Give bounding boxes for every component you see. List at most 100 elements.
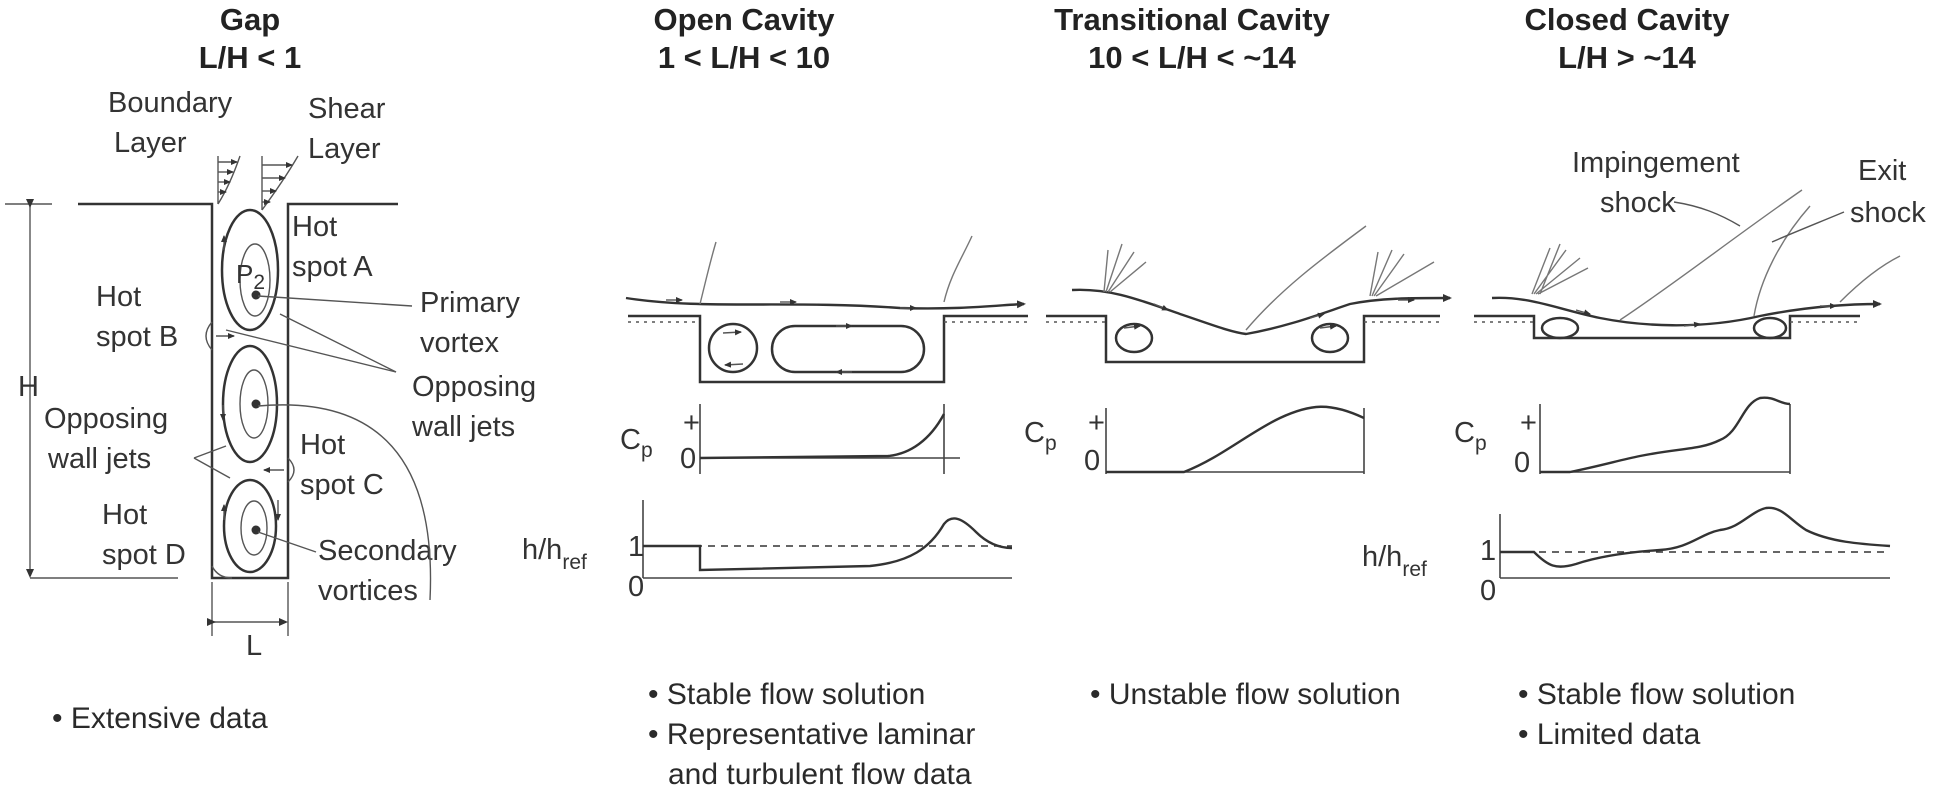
- closed-cp-curve: [1540, 396, 1791, 474]
- closed-shock-fan: [1531, 243, 1589, 295]
- impingement-shock-label-1: Impingement: [1572, 147, 1740, 179]
- impingement-shock-leader: [1673, 201, 1741, 227]
- wall-jet-leader-3: [193, 445, 227, 459]
- secondary-vortex-leader-1: [257, 404, 432, 601]
- closed-h-zero: 0: [1480, 575, 1496, 607]
- transitional-cavity-panel: Cp + 0: [1024, 225, 1452, 477]
- hot-spot-c-marker: [287, 457, 295, 483]
- bottom-vortex: [222, 478, 278, 574]
- closed-note-2: • Limited data: [1518, 718, 1701, 751]
- transitional-shock-fan-3: [1369, 249, 1435, 297]
- gap-walls: [78, 202, 398, 580]
- transitional-shock-fan-1: [1103, 243, 1147, 293]
- boundary-layer-profile: [217, 155, 241, 205]
- transitional-cp-curve: [1106, 405, 1365, 474]
- open-cavity-shock-2: [943, 235, 973, 303]
- exit-shock-label-1: Exit: [1858, 155, 1906, 187]
- open-note-3: and turbulent flow data: [668, 758, 972, 791]
- opposing-wall-jets-left-label-2: wall jets: [47, 443, 151, 475]
- primary-vortex-leader: [257, 295, 413, 307]
- open-cavity-front-vortex: [707, 322, 759, 374]
- secondary-vortex-leader-2: [257, 531, 317, 553]
- gap-note-1: • Extensive data: [52, 702, 268, 735]
- gap-title: Gap: [220, 2, 280, 37]
- wall-jet-leader-2: [279, 313, 397, 373]
- open-cavity-shear-layer: [625, 296, 1026, 310]
- length-label: L: [246, 630, 262, 662]
- open-cavity-h-curve: [643, 517, 1013, 572]
- transitional-rear-vortex: [1310, 322, 1350, 354]
- closed-h-label: h/href: [1362, 541, 1427, 581]
- closed-note-1: • Stable flow solution: [1518, 678, 1795, 711]
- hot-spot-d-label-1: Hot: [102, 499, 147, 531]
- transitional-front-vortex: [1114, 322, 1154, 354]
- closed-h-one: 1: [1480, 535, 1496, 567]
- hot-spot-c-label-2: spot C: [300, 469, 384, 501]
- transitional-cavity-walls: [1046, 314, 1440, 364]
- wall-jet-leader-4: [193, 457, 231, 479]
- hot-spot-b-marker: [205, 321, 213, 351]
- opposing-wall-jets-right-label-2: wall jets: [411, 411, 515, 443]
- open-cavity-panel: Cp + 0 h/href 1 0: [522, 235, 1028, 603]
- wall-jet-leader-1: [225, 329, 397, 373]
- open-cavity-shock-1: [699, 241, 717, 305]
- gap-panel: H L P2: [5, 87, 536, 662]
- closed-cavity-condition: L/H > ~14: [1558, 40, 1697, 75]
- impingement-shock-line: [1619, 189, 1803, 321]
- closed-h-curve: [1500, 506, 1891, 568]
- middle-vortex: [221, 344, 279, 464]
- secondary-vortices-label-2: vortices: [318, 575, 418, 607]
- hot-spot-b-label-2: spot B: [96, 321, 178, 353]
- open-h-zero: 0: [628, 571, 644, 603]
- open-cavity-title: Open Cavity: [654, 2, 836, 37]
- exit-shock-line: [1839, 255, 1901, 303]
- boundary-layer-label-2: Layer: [114, 127, 187, 159]
- open-h-one: 1: [628, 531, 644, 563]
- primary-vortex: [220, 208, 280, 332]
- hot-spot-a-label-1: Hot: [292, 211, 337, 243]
- open-note-2: • Representative laminar: [648, 718, 975, 751]
- closed-cp-zero: 0: [1514, 447, 1530, 479]
- gap-condition: L/H < 1: [199, 40, 302, 75]
- open-cavity-cp-curve: [699, 413, 946, 460]
- trans-cp-label: Cp: [1024, 417, 1057, 455]
- open-cp-label: Cp: [620, 424, 653, 462]
- open-cavity-condition: 1 < L/H < 10: [658, 40, 830, 75]
- height-label: H: [18, 371, 39, 403]
- opposing-wall-jets-left-label-1: Opposing: [44, 403, 168, 435]
- hot-spot-c-label-1: Hot: [300, 429, 345, 461]
- primary-vortex-label-1: Primary: [420, 287, 520, 319]
- closed-cp-plus: +: [1520, 407, 1537, 439]
- closed-cavity-title: Closed Cavity: [1524, 2, 1730, 37]
- hot-spot-a-label-2: spot A: [292, 251, 373, 283]
- closed-cp-label: Cp: [1454, 417, 1487, 455]
- trans-cp-plus: +: [1088, 407, 1105, 439]
- notes: • Extensive data • Stable flow solution …: [52, 678, 1795, 791]
- impingement-shock-label-2: shock: [1600, 187, 1676, 219]
- open-cavity-walls: [628, 314, 1028, 384]
- shear-layer-label-1: Shear: [308, 93, 386, 125]
- shear-layer-label-2: Layer: [308, 133, 381, 165]
- opposing-wall-jets-right-label-1: Opposing: [412, 371, 536, 403]
- exit-shock-leader: [1771, 211, 1845, 243]
- primary-vortex-label-2: vortex: [420, 327, 499, 359]
- closed-front-vortex: [1540, 316, 1580, 340]
- hot-spot-d-marker: [211, 565, 233, 579]
- secondary-vortices-label-1: Secondary: [318, 535, 457, 567]
- open-cp-zero: 0: [680, 443, 696, 475]
- boundary-layer-label-1: Boundary: [108, 87, 233, 119]
- exit-shock-label-2: shock: [1850, 197, 1926, 229]
- hot-spot-b-label-1: Hot: [96, 281, 141, 313]
- open-note-1: • Stable flow solution: [648, 678, 925, 711]
- closed-shear-layer: [1491, 296, 1882, 327]
- closed-cavity-walls: [1474, 314, 1860, 340]
- open-h-label: h/href: [522, 534, 587, 574]
- transitional-shear-layer: [1071, 288, 1452, 336]
- closed-shock-3: [1753, 205, 1811, 317]
- hot-spot-d-label-2: spot D: [102, 539, 186, 571]
- transitional-cavity-condition: 10 < L/H < ~14: [1088, 40, 1296, 75]
- open-cp-plus: +: [683, 407, 700, 439]
- closed-cavity-panel: Impingement shock Exit shock Cp + 0 h/hr…: [1362, 147, 1926, 607]
- transitional-shock-2: [1245, 225, 1367, 331]
